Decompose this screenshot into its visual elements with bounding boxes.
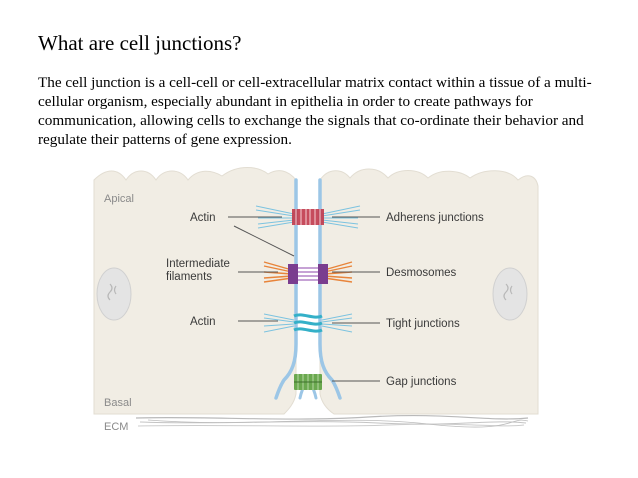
leader-lines xyxy=(228,216,380,382)
tight-junctions-label: Tight junctions xyxy=(386,318,460,330)
actin-bottom-label: Actin xyxy=(190,316,216,328)
gap-junctions-label: Gap junctions xyxy=(386,376,457,388)
apical-label: Apical xyxy=(104,193,134,205)
slide-title: What are cell junctions? xyxy=(38,31,242,55)
ecm-layer xyxy=(135,414,529,428)
right-cell xyxy=(319,168,539,415)
right-nucleus xyxy=(492,267,528,321)
gap-junction xyxy=(294,374,322,390)
intermediate-filaments-label-line1: Intermediate xyxy=(166,258,230,270)
actin-top-label: Actin xyxy=(190,212,216,224)
cell-junctions-diagram: Apical Basal ECM Actin Intermediate fila… xyxy=(93,167,539,433)
ecm-label: ECM xyxy=(104,421,128,433)
desmosomes-label: Desmosomes xyxy=(386,267,457,279)
basal-label: Basal xyxy=(104,397,132,409)
left-nucleus xyxy=(96,267,132,321)
intermediate-filaments-label-line2: filaments xyxy=(166,271,212,283)
adherens-junction xyxy=(255,205,361,229)
desmosome xyxy=(263,261,353,284)
slide-body-text: The cell junction is a cell-cell or cell… xyxy=(38,74,592,148)
tight-junction xyxy=(263,313,353,333)
adherens-junctions-label: Adherens junctions xyxy=(386,212,484,224)
